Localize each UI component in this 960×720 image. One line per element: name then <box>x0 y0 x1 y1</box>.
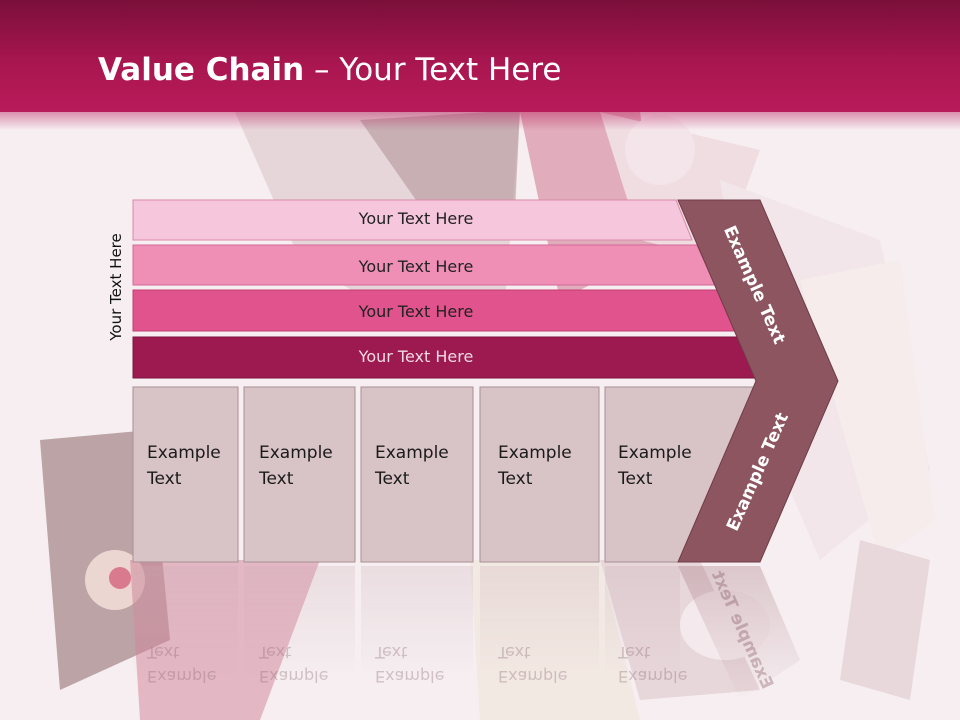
box-1-line-2: Text <box>147 469 182 489</box>
box-5-line-2: Text <box>618 469 653 489</box>
box-5-label: Example Text <box>618 440 708 492</box>
title-bar <box>0 0 960 112</box>
box-4-reflection-line-1: Example <box>498 667 568 686</box>
bar-1-shape <box>132 199 693 241</box>
box-4-reflection: Example Text <box>498 640 588 688</box>
slide-title: Value Chain – Your Text Here <box>98 52 561 88</box>
box-3-label: Example Text <box>375 440 465 492</box>
chevron-shape <box>677 199 839 563</box>
slide-title-rest: – Your Text Here <box>304 52 562 88</box>
box-4-label: Example Text <box>498 440 588 492</box>
box-5-reflection-line-2: Text <box>618 643 651 662</box>
box-3-reflection-line-2: Text <box>375 643 408 662</box>
box-5-line-1: Example <box>618 443 692 463</box>
box-2-shape <box>243 386 356 563</box>
box-3-reflection: Example Text <box>375 640 465 688</box>
bar-3-label: Your Text Here <box>358 302 474 321</box>
bar-2-label: Your Text Here <box>358 257 474 276</box>
box-1-shape <box>132 386 239 563</box>
slide-title-bold: Value Chain <box>98 52 305 88</box>
box-1-reflection-line-2: Text <box>147 643 180 662</box>
vertical-label-text: Your Text Here <box>107 233 125 341</box>
box-2-line-1: Example <box>259 443 333 463</box>
box-3-line-2: Text <box>375 469 410 489</box>
box-4-shape <box>479 386 600 563</box>
box-2-reflection-line-1: Example <box>259 667 329 686</box>
box-2-reflection-line-2: Text <box>259 643 292 662</box>
box-3-line-1: Example <box>375 443 449 463</box>
box-1-reflection: Example Text <box>147 640 237 688</box>
box-2-label: Example Text <box>259 440 349 492</box>
box-2-reflection: Example Text <box>259 640 349 688</box>
bar-4-label: Your Text Here <box>358 347 474 366</box>
box-4-reflection-line-2: Text <box>498 643 531 662</box>
diagram-reflection <box>133 566 800 700</box>
box-5-reflection-line-1: Example <box>618 667 688 686</box>
box-4-line-2: Text <box>498 469 533 489</box>
box-1-line-1: Example <box>147 443 221 463</box>
title-bar-fade <box>0 108 960 130</box>
bar-1-label: Your Text Here <box>358 209 474 228</box>
box-4-line-1: Example <box>498 443 572 463</box>
box-1-label: Example Text <box>147 440 237 492</box>
box-3-shape <box>360 386 474 563</box>
box-3-reflection-line-1: Example <box>375 667 445 686</box>
box-1-reflection-line-1: Example <box>147 667 217 686</box>
box-5-reflection: Example Text <box>618 640 708 688</box>
box-2-line-2: Text <box>259 469 294 489</box>
